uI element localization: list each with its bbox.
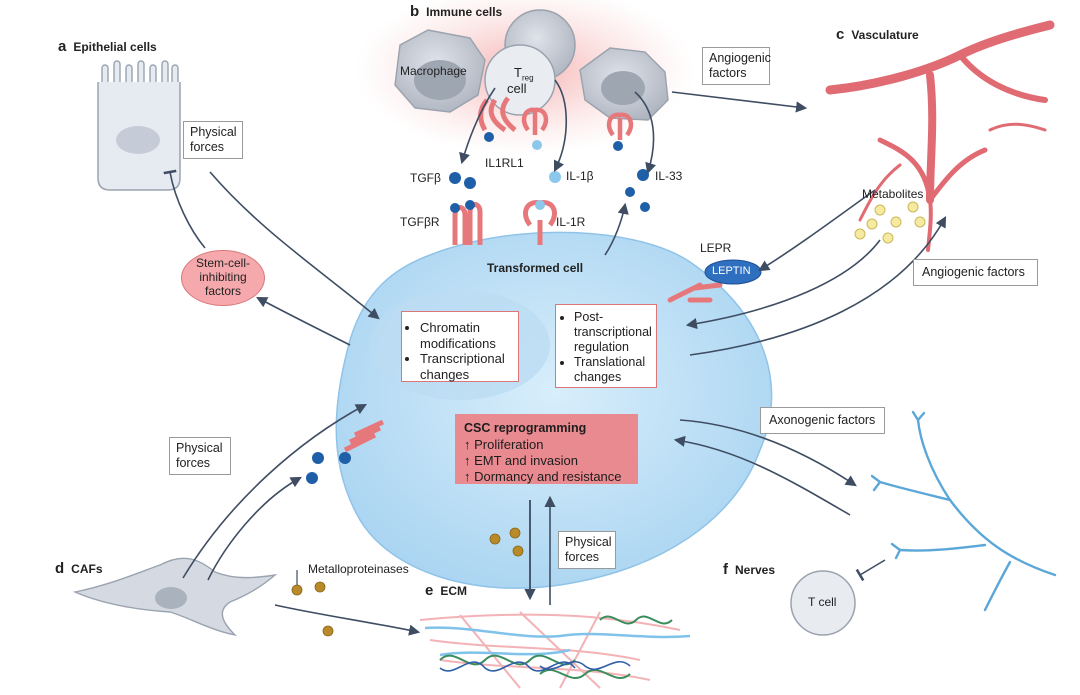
receptor-macrophage [606, 112, 634, 140]
physical-forces-box-epithelial: Physical forces [183, 121, 243, 159]
panel-b-title: Immune cells [426, 5, 503, 19]
angiogenic-factors-box-top: Angiogenic factors [702, 47, 771, 85]
panel-e-title: ECM [440, 584, 468, 598]
physical-forces-box-caf: Physical forces [169, 437, 231, 475]
il1r-label: IL-1R [556, 215, 586, 229]
chromatin-item-2: Transcriptional changes [420, 351, 510, 382]
csc-item-2: ↑ EMT and invasion [464, 452, 578, 468]
arrows [163, 79, 947, 636]
t-cell [790, 570, 856, 636]
tgfb-label: TGFβ [410, 171, 441, 185]
transformed-cell-label: Transformed cell [487, 261, 584, 275]
treg-t: T [514, 65, 522, 80]
treg-cell-label: cell [507, 81, 527, 96]
csc-title: CSC reprogramming [464, 421, 587, 435]
nerve-fibres [870, 410, 1057, 612]
post-transcriptional-item-2: Translational changes [574, 355, 648, 385]
metabolite-dots [854, 201, 926, 244]
ligand-dots [306, 132, 650, 484]
epithelial-cell [97, 60, 181, 191]
macrophage-right-nucleus [601, 71, 645, 105]
panel-a-title: Epithelial cells [73, 40, 157, 54]
stem-cell-inhibiting-factors-bubble: Stem-cell-inhibiting factors [181, 250, 265, 306]
csc-item-3: ↑ Dormancy and resistance [464, 469, 622, 485]
panel-d-letter: d [55, 560, 65, 577]
treg-label: Treg [514, 65, 534, 83]
post-transcriptional-box: Post-transcriptional regulation Translat… [555, 304, 657, 388]
panel-d-title: CAFs [71, 562, 103, 576]
receptor-il1-treg [521, 107, 549, 135]
t-cell-label: T cell [808, 595, 837, 609]
panel-a-letter: a [58, 38, 67, 55]
panel-b-label: b Immune cells [410, 3, 502, 20]
panel-e-letter: e [425, 582, 434, 599]
receptor-lepr [667, 282, 723, 303]
il1b-label: IL-1β [566, 169, 594, 183]
panel-c-letter: c [836, 26, 845, 43]
angiogenic-factors-box-right: Angiogenic factors [913, 259, 1038, 286]
metalloproteinase-dots [291, 527, 524, 637]
panel-c-title: Vasculature [851, 28, 919, 42]
macrophage-left-nucleus [414, 60, 466, 100]
chromatin-box: Chromatin modifications Transcriptional … [401, 311, 519, 382]
il1rl1-label: IL1RL1 [485, 156, 524, 170]
chromatin-item-1: Chromatin modifications [420, 320, 510, 351]
metalloproteinases-label: Metalloproteinases [308, 562, 409, 576]
panel-d-label: d CAFs [55, 560, 103, 577]
panel-c-label: c Vasculature [836, 26, 919, 43]
panel-a-label: a Epithelial cells [58, 38, 157, 55]
panel-f-label: f Nerves [723, 561, 775, 578]
post-transcriptional-item-1: Post-transcriptional regulation [574, 310, 652, 355]
il33-label: IL-33 [655, 169, 683, 183]
blood-vessel [825, 20, 1055, 252]
panel-f-title: Nerves [735, 563, 776, 577]
leptin-label: LEPTIN [712, 265, 751, 277]
lepr-label: LEPR [700, 241, 732, 255]
caf-nucleus [155, 587, 187, 609]
receptor-tgfbr [452, 202, 483, 245]
ecm-fibres [419, 611, 691, 689]
axonogenic-factors-box: Axonogenic factors [760, 407, 885, 434]
physical-forces-box-ecm: Physical forces [558, 531, 616, 569]
macrophage-label: Macrophage [400, 64, 467, 78]
csc-reprogramming-box: CSC reprogramming ↑ Proliferation ↑ EMT … [455, 414, 638, 484]
panel-e-label: e ECM [425, 582, 467, 599]
csc-item-1: ↑ Proliferation [464, 436, 544, 452]
panel-b-letter: b [410, 3, 420, 20]
metabolites-label: Metabolites [862, 187, 924, 201]
treg-sub: reg [521, 73, 534, 83]
leptin-molecule [704, 259, 762, 285]
receptor-caf-side [343, 419, 385, 453]
panel-f-letter: f [723, 561, 728, 578]
tgfbr-label: TGFβR [400, 215, 440, 229]
